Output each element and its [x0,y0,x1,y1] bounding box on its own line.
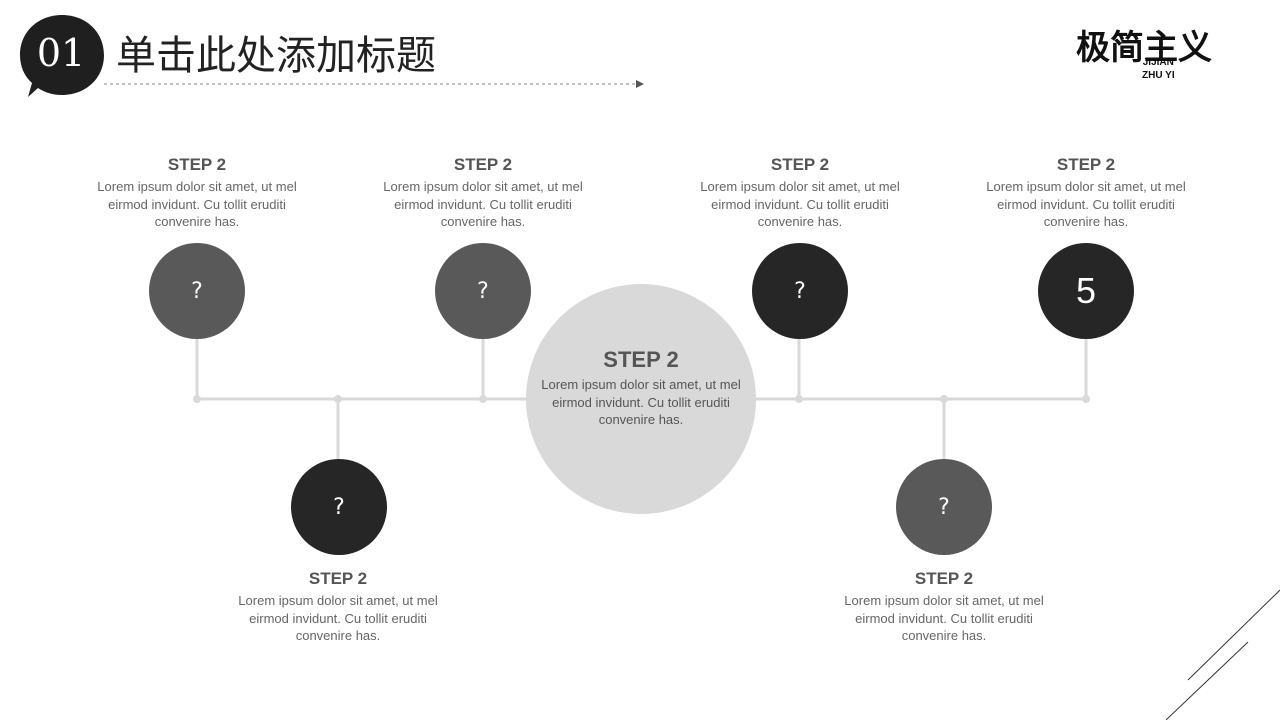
step-4-text: STEP 2 Lorem ipsum dolor sit amet, ut me… [986,154,1186,231]
placeholder-icon: ? [938,494,950,520]
placeholder-icon: ? [794,278,806,304]
center-step-circle [526,284,756,514]
step-desc: Lorem ipsum dolor sit amet, ut mel eirmo… [700,179,900,229]
logo-english-line1: JIJIAN [1142,57,1174,68]
step-title: STEP 2 [1056,155,1116,174]
step-title: STEP 2 [770,155,830,174]
step-3-text: STEP 2 Lorem ipsum dolor sit amet, ut me… [700,154,900,231]
step-6-node[interactable]: ? [896,459,992,555]
step-title: STEP 2 [308,569,368,588]
number-bubble-icon [20,15,104,97]
placeholder-icon: ? [333,494,345,520]
logo-english-line2: ZHU YI [1142,70,1175,81]
step-title: STEP 2 [167,155,227,174]
step-1-text: STEP 2 Lorem ipsum dolor sit amet, ut me… [97,154,297,231]
step-desc: Lorem ipsum dolor sit amet, ut mel eirmo… [97,179,297,229]
section-number: 01 [36,31,86,75]
placeholder-icon: ? [477,278,489,304]
brand-logo: 极简主义 JIJIAN ZHU YI [1076,18,1260,88]
step-title: STEP 2 [453,155,513,174]
step-3-node[interactable]: ? [752,243,848,339]
step-6-text: STEP 2 Lorem ipsum dolor sit amet, ut me… [844,568,1044,645]
step-desc: Lorem ipsum dolor sit amet, ut mel eirmo… [238,593,438,643]
logo-english: JIJIAN ZHU YI [1142,56,1175,82]
step-2-text: STEP 2 Lorem ipsum dolor sit amet, ut me… [383,154,583,231]
step-desc: Lorem ipsum dolor sit amet, ut mel eirmo… [986,179,1186,229]
step-2-node[interactable]: ? [435,243,531,339]
page-title[interactable]: 单击此处添加标题 [116,33,436,79]
step-5-text: STEP 2 Lorem ipsum dolor sit amet, ut me… [238,568,438,645]
step-1-node[interactable]: ? [149,243,245,339]
step-4-node[interactable]: 5 [1038,243,1134,339]
step-title: STEP 2 [914,569,974,588]
step-number: 5 [1075,270,1097,311]
center-step-title: STEP 2 [603,347,679,372]
center-step: STEP 2 Lorem ipsum dolor sit amet, ut me… [541,346,741,429]
placeholder-icon: ? [191,278,203,304]
logo-chinese: 极简主义 [1076,28,1212,68]
step-desc: Lorem ipsum dolor sit amet, ut mel eirmo… [844,593,1044,643]
step-desc: Lorem ipsum dolor sit amet, ut mel eirmo… [383,179,583,229]
center-step-desc: Lorem ipsum dolor sit amet, ut mel eirmo… [541,377,741,427]
step-5-node[interactable]: ? [291,459,387,555]
